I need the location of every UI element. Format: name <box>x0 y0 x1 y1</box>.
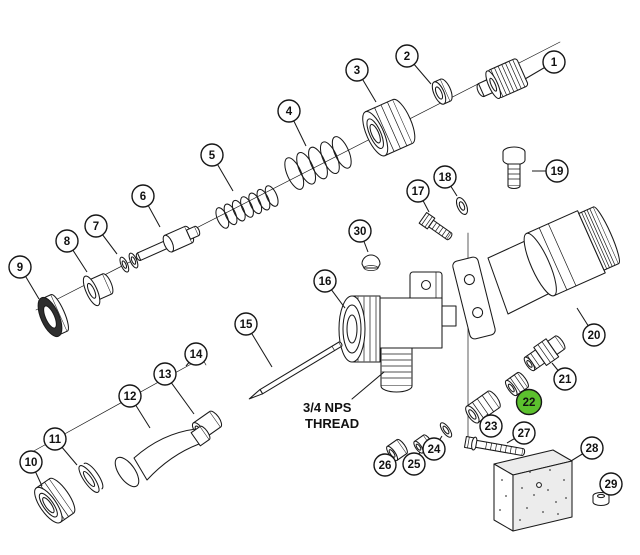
callout-30[interactable]: 30 <box>348 219 372 243</box>
part-10-collar <box>34 477 76 524</box>
callout-2[interactable]: 2 <box>395 44 419 68</box>
part-28-bracket <box>493 449 573 532</box>
callout-28[interactable]: 28 <box>580 436 604 460</box>
svg-text:18: 18 <box>439 172 452 184</box>
part-15-needle <box>248 341 343 400</box>
svg-text:23: 23 <box>485 421 498 433</box>
svg-text:1: 1 <box>551 57 558 69</box>
callout-29[interactable]: 29 <box>599 472 623 496</box>
part-18-lock-washer <box>455 197 469 215</box>
svg-text:13: 13 <box>159 369 172 381</box>
part-26-bushing <box>386 438 408 462</box>
svg-text:28: 28 <box>586 443 599 455</box>
svg-text:15: 15 <box>240 319 253 331</box>
svg-text:12: 12 <box>124 391 137 403</box>
svg-text:24: 24 <box>428 444 441 456</box>
callout-11[interactable]: 11 <box>43 427 67 451</box>
part-12-horn <box>114 425 211 488</box>
callout-8[interactable]: 8 <box>55 229 79 253</box>
callout-13[interactable]: 13 <box>153 362 177 386</box>
svg-text:20: 20 <box>588 330 601 342</box>
part-1-adjusting-knob <box>476 58 529 100</box>
callout-14[interactable]: 14 <box>184 342 208 366</box>
callout-7[interactable]: 7 <box>84 214 108 238</box>
bracket-stipple <box>499 469 567 521</box>
svg-text:19: 19 <box>551 166 564 178</box>
svg-text:2: 2 <box>404 51 410 63</box>
svg-text:16: 16 <box>319 276 332 288</box>
part-23-swivel-nut <box>465 390 501 424</box>
part-2-washer <box>431 78 453 105</box>
part-9-retaining-ring <box>37 294 69 338</box>
callout-1[interactable]: 1 <box>542 50 566 74</box>
callout-21[interactable]: 21 <box>553 367 577 391</box>
callout-17[interactable]: 17 <box>406 179 430 203</box>
callout-22[interactable]: 22 <box>515 388 543 416</box>
part-17-bolt <box>418 211 453 241</box>
svg-text:5: 5 <box>209 150 216 162</box>
part-11-gasket <box>78 462 104 493</box>
callout-9[interactable]: 9 <box>8 255 32 279</box>
part-24-ring <box>439 422 453 438</box>
callout-26[interactable]: 26 <box>373 453 397 477</box>
thread-note-leader <box>351 371 385 400</box>
callout-6[interactable]: 6 <box>131 184 155 208</box>
callout-18[interactable]: 18 <box>433 165 457 189</box>
svg-text:9: 9 <box>17 262 23 274</box>
callout-15[interactable]: 15 <box>234 312 258 336</box>
svg-text:17: 17 <box>412 186 425 198</box>
part-5-spring-small <box>215 185 279 229</box>
part-21-hex-nipple <box>523 335 566 372</box>
part-3-packing-nut <box>362 98 416 157</box>
callout-27[interactable]: 27 <box>512 421 536 445</box>
callout-16[interactable]: 16 <box>313 269 337 293</box>
part-6-valve-stem <box>135 225 201 261</box>
part-22-nut <box>504 371 529 397</box>
part-20-cylinder <box>523 206 620 297</box>
thread-note-line2: THREAD <box>305 416 359 431</box>
svg-text:30: 30 <box>354 226 367 238</box>
svg-text:22: 22 <box>523 397 536 409</box>
svg-text:6: 6 <box>140 191 146 203</box>
svg-text:27: 27 <box>518 428 531 440</box>
part-4-spring-large <box>284 136 352 190</box>
svg-text:29: 29 <box>605 479 618 491</box>
callout-25[interactable]: 25 <box>402 452 426 476</box>
callout-19[interactable]: 19 <box>545 159 569 183</box>
part-29-nut <box>592 491 610 506</box>
callout-4[interactable]: 4 <box>277 99 301 123</box>
part-20-mounting-plate <box>452 256 496 340</box>
svg-text:21: 21 <box>559 374 572 386</box>
callout-20[interactable]: 20 <box>582 323 606 347</box>
part-27-bolt <box>463 436 526 457</box>
svg-text:3: 3 <box>354 65 360 77</box>
callout-10[interactable]: 10 <box>19 450 43 474</box>
part-16-valve-body <box>338 271 457 393</box>
svg-text:4: 4 <box>286 106 293 118</box>
thread-note-line1: 3/4 NPS <box>303 400 352 415</box>
callout-23[interactable]: 23 <box>479 414 503 438</box>
thread-note: 3/4 NPS THREAD <box>303 371 385 431</box>
callout-3[interactable]: 3 <box>345 58 369 82</box>
svg-text:10: 10 <box>25 457 38 469</box>
part-30-cap <box>361 254 381 271</box>
svg-text:26: 26 <box>379 460 392 472</box>
svg-text:25: 25 <box>408 459 421 471</box>
svg-text:11: 11 <box>49 434 62 446</box>
part-19-set-screw <box>502 146 526 190</box>
svg-text:7: 7 <box>93 221 99 233</box>
svg-text:14: 14 <box>190 349 203 361</box>
callout-5[interactable]: 5 <box>200 143 224 167</box>
callout-12[interactable]: 12 <box>118 384 142 408</box>
part-7-washers <box>119 252 139 273</box>
part-8-packing-gland <box>82 273 114 307</box>
svg-text:8: 8 <box>64 236 71 248</box>
callout-24[interactable]: 24 <box>422 437 446 461</box>
